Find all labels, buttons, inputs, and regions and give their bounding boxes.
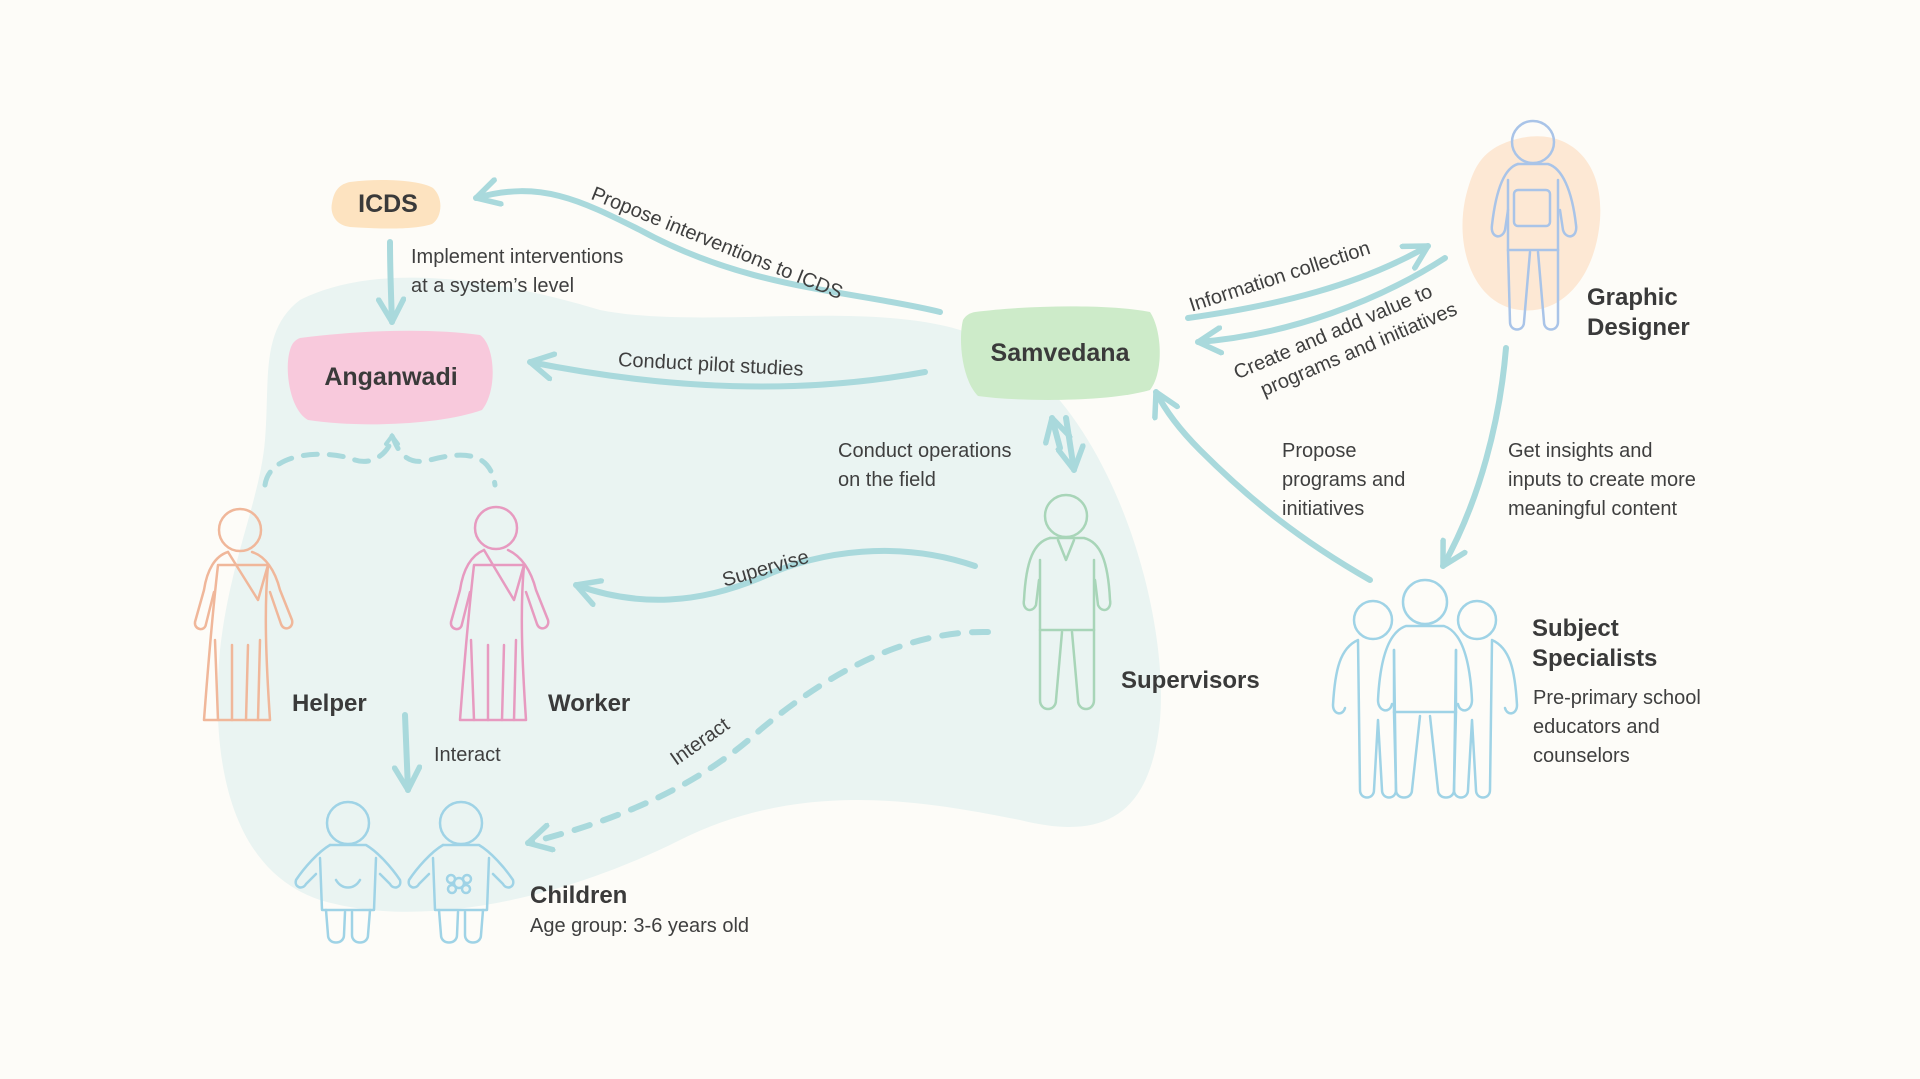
designer-figure	[1490, 119, 1578, 331]
child-figure-1	[294, 800, 402, 944]
icds-node-shape	[331, 180, 441, 229]
role-helper: Helper	[292, 690, 367, 717]
anganwadi-label: Anganwadi	[324, 362, 458, 391]
edge-label-propose-programs: Propose programs and initiatives	[1282, 440, 1406, 520]
anganwadi-branch-connector	[262, 433, 498, 488]
arrow-interact-supervisor	[525, 628, 991, 843]
edge-label-insights: Get insights and inputs to create more m…	[1508, 440, 1696, 520]
icds-label: ICDS	[358, 189, 418, 218]
icds-node: ICDS	[333, 180, 443, 228]
role-worker: Worker	[548, 690, 631, 717]
arrow-propose-icds	[473, 191, 943, 315]
arrow-supervise	[573, 547, 978, 600]
edge-label-operations: Conduct operations on the field	[838, 440, 1012, 491]
role-graphic-designer: Graphic Designer	[1587, 284, 1690, 341]
arrow-pilot	[527, 362, 928, 390]
arrow-implement	[390, 239, 392, 325]
arrow-propose-programs	[1156, 389, 1373, 583]
edge-label-interact-helper: Interact	[434, 744, 501, 766]
designer-blob	[1462, 136, 1601, 311]
subject-specialists-description: Pre-primary school educators and counsel…	[1533, 687, 1701, 767]
samvedana-node-shape	[960, 306, 1160, 400]
anganwadi-node-shape	[287, 330, 493, 425]
arrow-create-value	[1195, 255, 1448, 342]
anganwadi-branch-tip	[384, 432, 400, 446]
arrow-info-collection	[1185, 243, 1431, 321]
arrow-samvedana-supervisor-up	[1052, 415, 1060, 451]
worker-figure	[449, 505, 550, 722]
anganwadi-node: Anganwadi	[288, 332, 494, 422]
samvedana-node: Samvedana	[962, 308, 1158, 398]
samvedana-label: Samvedana	[990, 338, 1130, 367]
child-figure-2	[407, 800, 515, 944]
arrow-helper-children	[405, 712, 408, 793]
arrow-insights	[1440, 345, 1509, 569]
edge-label-implement: Implement interventions at a system’s le…	[411, 246, 624, 297]
specialists-figure	[1331, 578, 1519, 799]
supervisor-figure	[1022, 493, 1112, 711]
helper-figure	[193, 507, 294, 722]
role-supervisors: Supervisors	[1121, 667, 1260, 694]
arrow-samvedana-supervisor-down	[1066, 415, 1074, 473]
children-description: Age group: 3-6 years old	[530, 915, 750, 937]
role-children: Children	[530, 882, 628, 909]
role-subject-specialists: Subject Specialists	[1532, 615, 1658, 672]
